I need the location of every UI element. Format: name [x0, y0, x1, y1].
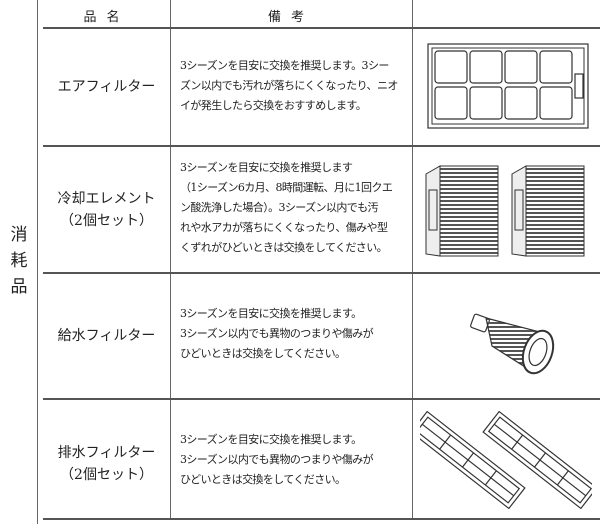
item-remark: 3シーズンを目安に交換を推奨します。 3シーズン以内でも異物のつまりや傷みが ひ… — [180, 307, 374, 360]
header-name: 品名 — [83, 10, 130, 25]
item-name: 給水フィルター — [57, 328, 156, 344]
row-divider — [43, 398, 600, 400]
water-supply-filter-image — [470, 313, 555, 375]
row-divider — [43, 145, 600, 147]
air-filter-image — [427, 43, 589, 129]
row-divider — [43, 518, 600, 520]
item-remark: 3シーズンを目安に交換を推奨します （1シーズン6カ月、8時間運転、月に1回クエ… — [180, 161, 393, 254]
column-divider — [170, 0, 171, 520]
item-remark: 3シーズンを目安に交換を推奨します。3シー ズン以内でも汚れが落ちにくくなったり… — [180, 59, 398, 112]
item-name: 排水フィルター （2個セット） — [57, 445, 156, 483]
drain-filter-image — [420, 410, 592, 510]
row-divider — [43, 272, 600, 274]
section-label: 消耗品 — [10, 225, 28, 297]
column-divider — [412, 0, 413, 520]
item-remark: 3シーズンを目安に交換を推奨します。 3シーズン以内でも異物のつまりや傷みが ひ… — [180, 433, 374, 486]
item-name: エアフィルター — [57, 79, 156, 95]
row-divider — [43, 27, 600, 29]
cooling-element-image — [425, 165, 585, 257]
header-remarks: 備考 — [267, 10, 314, 25]
item-name: 冷却エレメント （2個セット） — [57, 191, 156, 229]
left-border — [37, 0, 38, 524]
